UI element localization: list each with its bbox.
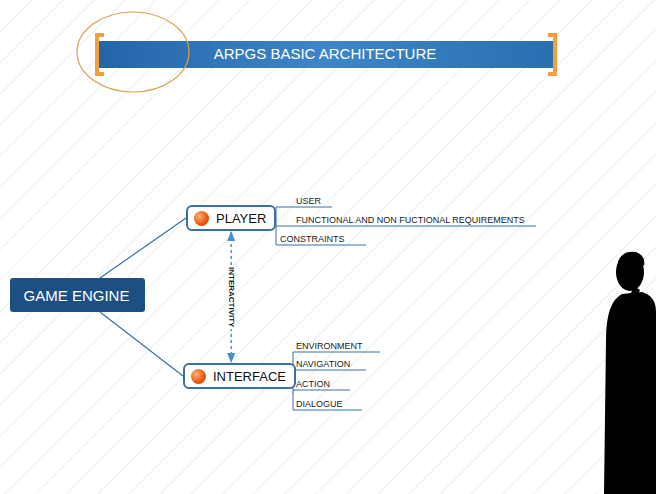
- title: ARPGS BASIC ARCHITECTURE: [100, 45, 550, 63]
- branch-label: USER: [296, 196, 321, 206]
- engine-box: GAME ENGINE: [10, 278, 145, 312]
- bracket: [97, 35, 104, 74]
- branch-label: DIALOGUE: [296, 399, 343, 409]
- player-box: PLAYER: [186, 205, 276, 231]
- edge-label: INTERACTIVITY: [227, 265, 236, 329]
- branch-connector: [100, 218, 186, 278]
- branch-label: ACTION: [296, 379, 330, 389]
- thinking-man-silhouette: [604, 252, 656, 494]
- branch-label: ENVIRONMENT: [296, 341, 363, 351]
- branch-label: NAVIGATION: [296, 359, 350, 369]
- title-band: [96, 41, 555, 68]
- branch-lines: [268, 207, 536, 410]
- node-label: GAME ENGINE: [24, 287, 130, 304]
- bracket: [548, 35, 555, 74]
- branch-label: FUNCTIONAL AND NON FUCTIONAL REQUIREMENT…: [296, 215, 525, 225]
- branch-connector: [100, 312, 183, 376]
- interface-box: INTERFACE: [183, 363, 296, 389]
- status-dot: [194, 211, 209, 226]
- node-label: INTERFACE: [213, 369, 286, 384]
- highlight-ellipse: [77, 12, 189, 92]
- branch-label: CONSTRAINTS: [280, 234, 345, 244]
- node-label: PLAYER: [216, 211, 266, 226]
- status-dot: [191, 369, 206, 384]
